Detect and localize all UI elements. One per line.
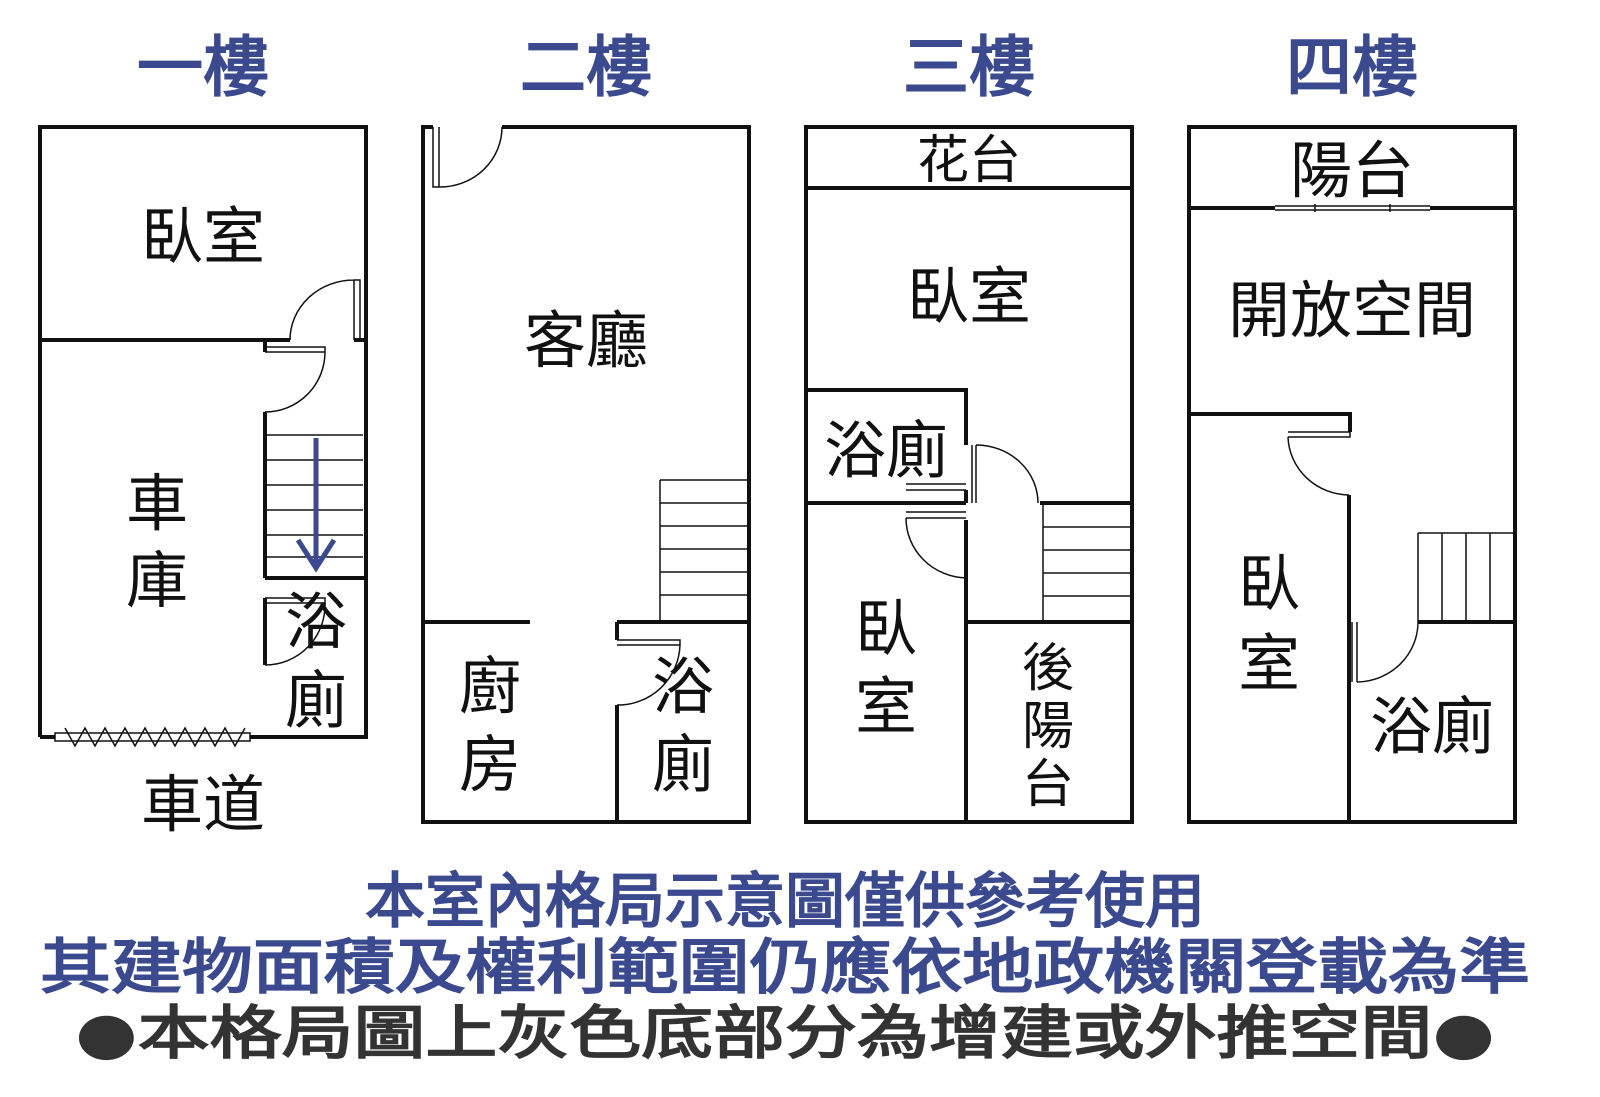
floor-1-title: 一樓	[137, 29, 269, 106]
garage-door	[54, 726, 251, 748]
room-rear-balcony-2: 陽	[1022, 697, 1074, 757]
room-living: 客廳	[524, 304, 648, 377]
room-bedroom2-2: 室	[855, 670, 917, 743]
room-bath-2: 廁	[652, 728, 714, 801]
floor-4-plan: 陽台 開放空間 臥 室 浴廁	[1187, 125, 1517, 824]
room-kitchen-1: 廚	[459, 650, 521, 723]
room-garage-2: 庫	[126, 544, 188, 617]
stair-down-arrow-icon	[295, 438, 337, 573]
room-planter: 花台	[917, 131, 1021, 191]
room-rear-balcony-1: 後	[1022, 639, 1074, 699]
room-rear-balcony-3: 台	[1022, 755, 1074, 815]
driveway-label: 車道	[141, 768, 265, 841]
room-bedroom2-1: 臥	[855, 592, 917, 665]
floor-2-plan: 客廳 廚 房 浴 廁	[421, 125, 751, 824]
room-bath-1: 浴	[285, 585, 347, 658]
disclaimer-line-2: 其建物面積及權利範圍仍應依地政機關登載為準	[40, 933, 1530, 1003]
room-bath: 浴廁	[1370, 690, 1494, 763]
room-bath: 浴廁	[824, 414, 948, 487]
room-kitchen-2: 房	[459, 728, 521, 801]
room-bath-1: 浴	[652, 650, 714, 723]
floor-3-plan: 花台 臥室 浴廁 臥 室 後 陽 台	[804, 125, 1134, 824]
room-bedroom: 臥室	[141, 200, 265, 273]
floor-1-plan: 臥室 車 庫 浴 廁 車道	[38, 125, 368, 841]
room-bedroom-2: 室	[1238, 627, 1300, 700]
room-balcony: 陽台	[1290, 134, 1414, 207]
disclaimer-line-1: 本室內格局示意圖僅供參考使用	[365, 867, 1205, 937]
disclaimer-line-3: ●本格局圖上灰色底部分為增建或外推空間●	[75, 999, 1495, 1067]
floor-4-title: 四樓	[1286, 29, 1418, 106]
room-bedroom-1: 臥	[1238, 547, 1300, 620]
room-bedroom: 臥室	[907, 260, 1031, 333]
floor-3-title: 三樓	[903, 29, 1035, 106]
room-garage-1: 車	[126, 467, 188, 540]
room-open-space: 開放空間	[1228, 274, 1476, 347]
floor-2-title: 二樓	[520, 29, 652, 106]
room-bath-2: 廁	[285, 664, 347, 737]
